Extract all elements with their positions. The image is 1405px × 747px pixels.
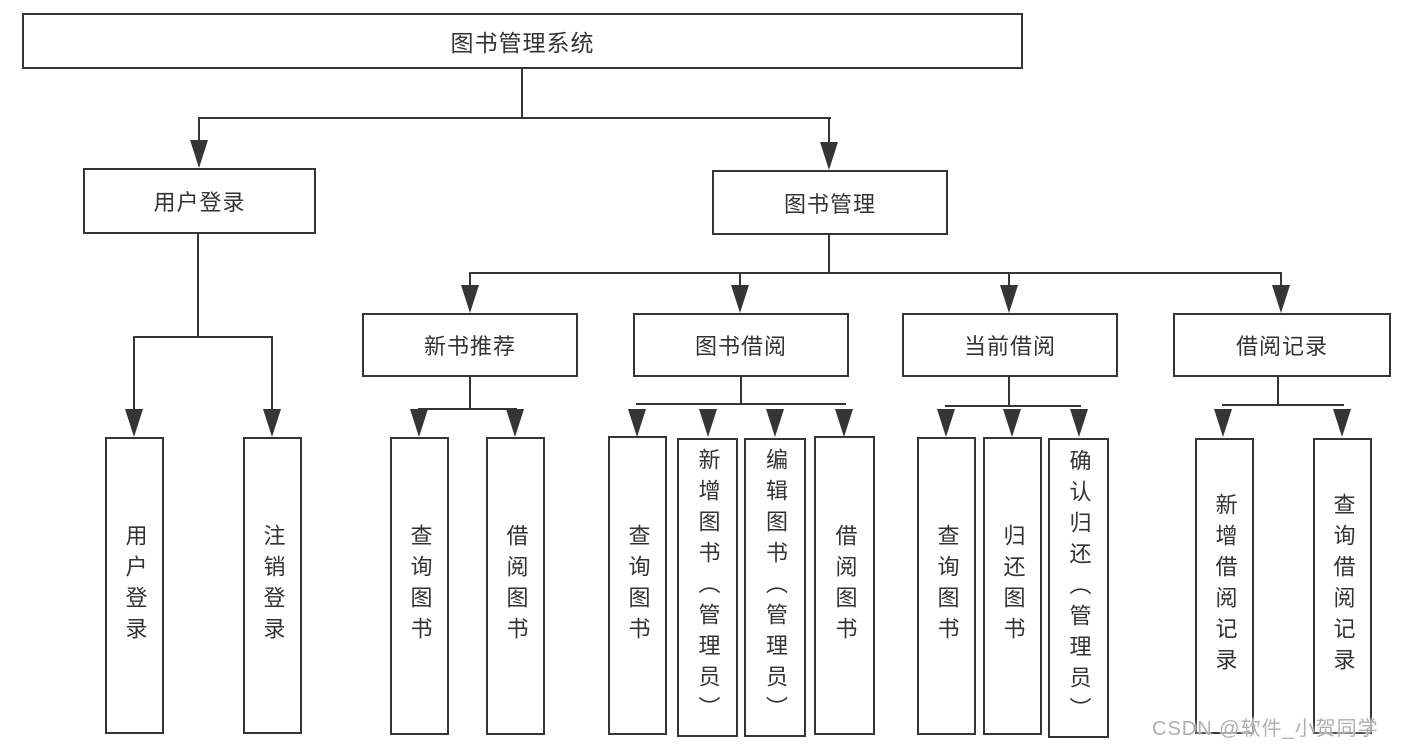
leaf-search-book: 查询图书 [390, 437, 449, 735]
connector-line [828, 234, 830, 274]
node-new-book-recommend: 新书推荐 [362, 313, 578, 377]
connector-line [469, 272, 1282, 274]
connector-line [740, 377, 742, 405]
connector-arrowhead [820, 142, 838, 170]
connector-arrowhead [263, 409, 281, 437]
connector-arrowhead [699, 409, 717, 437]
node-book-borrow: 图书借阅 [633, 313, 849, 377]
leaf-add-borrow-record: 新增借阅记录 [1195, 438, 1254, 734]
connector-arrowhead [1003, 409, 1021, 437]
leaf-borrow-book: 借阅图书 [814, 436, 875, 735]
leaf-add-book-admin: 新增图书（管理员） [677, 438, 738, 737]
connector-arrowhead [628, 409, 646, 437]
node-user-login: 用户登录 [83, 168, 316, 234]
connector-line [1008, 272, 1010, 291]
connector-line [1008, 377, 1010, 407]
connector-line [945, 405, 1081, 407]
connector-line [1277, 377, 1279, 406]
connector-line [197, 233, 199, 338]
connector-line [636, 403, 846, 405]
connector-line [469, 377, 471, 410]
node-root: 图书管理系统 [22, 13, 1023, 69]
connector-line [133, 336, 273, 338]
leaf-return-book: 归还图书 [983, 437, 1042, 735]
connector-line [739, 272, 741, 291]
connector-arrowhead [1000, 285, 1018, 313]
connector-line [418, 408, 517, 410]
csdn-watermark: CSDN @软件_小贺同学 [1152, 718, 1379, 740]
connector-line [1280, 272, 1282, 291]
connector-arrowhead [937, 409, 955, 437]
connector-arrowhead [1272, 285, 1290, 313]
connector-arrowhead [766, 409, 784, 437]
leaf-user-login: 用户登录 [105, 437, 164, 734]
connector-arrowhead [731, 285, 749, 313]
connector-arrowhead [190, 140, 208, 168]
connector-line [521, 68, 523, 118]
leaf-confirm-return-admin: 确认归还（管理员） [1048, 438, 1109, 738]
leaf-search-book: 查询图书 [917, 437, 976, 735]
node-current-borrow: 当前借阅 [902, 313, 1118, 377]
leaf-borrow-book: 借阅图书 [486, 437, 545, 735]
connector-line [198, 117, 831, 119]
connector-line [469, 272, 471, 291]
leaf-edit-book-admin: 编辑图书（管理员） [744, 438, 806, 737]
connector-arrowhead [1214, 409, 1232, 437]
connector-arrowhead [835, 409, 853, 437]
connector-arrowhead [1070, 409, 1088, 437]
connector-line [828, 117, 830, 148]
connector-line [271, 336, 273, 415]
connector-line [198, 117, 200, 146]
connector-arrowhead [410, 409, 428, 437]
connector-arrowhead [461, 285, 479, 313]
connector-arrowhead [1333, 409, 1351, 437]
connector-arrowhead [506, 409, 524, 437]
leaf-search-borrow-record: 查询借阅记录 [1313, 438, 1372, 734]
connector-line [133, 336, 135, 415]
leaf-logout: 注销登录 [243, 437, 302, 734]
node-book-management: 图书管理 [712, 170, 948, 235]
leaf-search-book: 查询图书 [608, 436, 667, 735]
node-borrow-records: 借阅记录 [1173, 313, 1391, 377]
connector-arrowhead [125, 409, 143, 437]
connector-line [1222, 404, 1344, 406]
